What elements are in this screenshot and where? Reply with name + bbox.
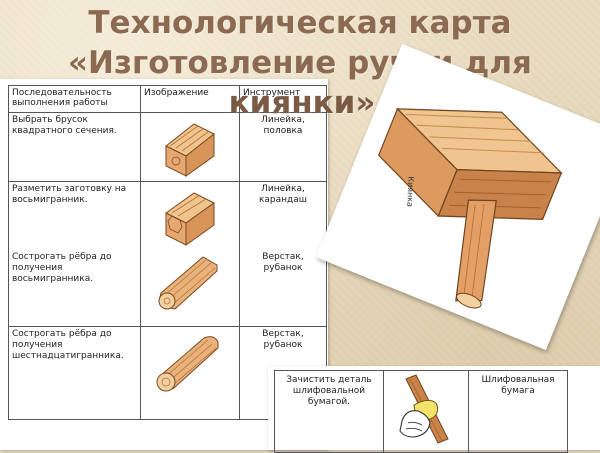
octagon-cylinder-icon (158, 256, 218, 310)
table-row: Разметить заготовку на восьмигранник. Со… (8, 181, 327, 327)
tool-text: Линейка, карандаш (258, 184, 308, 205)
step-text: Разметить заготовку на восьмигранник. (12, 184, 127, 205)
step-text: Сострогать рёбра до получения шестнадцат… (12, 329, 124, 361)
step-text: Сострогать рёбра до получения восьмигран… (12, 252, 112, 284)
page-title-line-3: киянки» (228, 85, 376, 121)
step-cell: Зачистить деталь шлифовальной бумагой. (274, 370, 384, 453)
sanding-sheet: Зачистить деталь шлифовальной бумагой. Ш… (268, 366, 600, 453)
page-title-line-2: «Изготовление ручки для (68, 45, 532, 81)
table-row: Выбрать брусок квадратного сечения. Лине… (8, 112, 327, 182)
step-text: Выбрать брусок квадратного сечения. (12, 115, 117, 136)
tool-text: Линейка, половка (261, 115, 305, 136)
header-image: Изображение (140, 85, 240, 113)
header-step: Последовательность выполнения работы (8, 85, 141, 113)
wooden-mallet-icon (377, 107, 563, 309)
tech-card-sheet: Последовательность выполнения работы Изо… (0, 79, 328, 450)
table-header-row: Последовательность выполнения работы Изо… (8, 85, 327, 113)
step-text: Зачистить деталь шлифовальной бумагой. (286, 375, 372, 407)
sanding-hand-icon (399, 374, 449, 444)
tool-text: Шлифовальная бумага (481, 375, 555, 396)
tool-cell: Линейка, карандаш Верстак, рубанок (239, 181, 327, 327)
tool-text: Верстак, рубанок (262, 329, 304, 350)
image-cell (140, 326, 240, 420)
sanding-table: Зачистить деталь шлифовальной бумагой. Ш… (274, 370, 568, 453)
step-cell: Выбрать брусок квадратного сечения. (8, 112, 141, 182)
wood-block-icon (165, 123, 215, 177)
page-title-line-1: Технологическая карта (88, 5, 512, 41)
tech-card-table: Последовательность выполнения работы Изо… (8, 85, 327, 420)
tool-cell: Шлифовальная бумага (468, 370, 568, 453)
image-cell (140, 181, 240, 327)
step-cell: Разметить заготовку на восьмигранник. Со… (8, 181, 141, 327)
image-cell (383, 370, 469, 453)
step-cell: Сострогать рёбра до получения шестнадцат… (8, 326, 141, 420)
table-row: Зачистить деталь шлифовальной бумагой. Ш… (274, 370, 568, 453)
sixteen-face-cylinder-icon (156, 336, 219, 392)
tool-text: Верстак, рубанок (262, 252, 304, 273)
octagon-block-icon (165, 192, 215, 246)
mallet-caption: Киянка (405, 176, 416, 208)
mallet-card: Киянка (315, 43, 600, 351)
image-cell (140, 112, 240, 182)
tool-cell: Линейка, половка (239, 112, 327, 182)
